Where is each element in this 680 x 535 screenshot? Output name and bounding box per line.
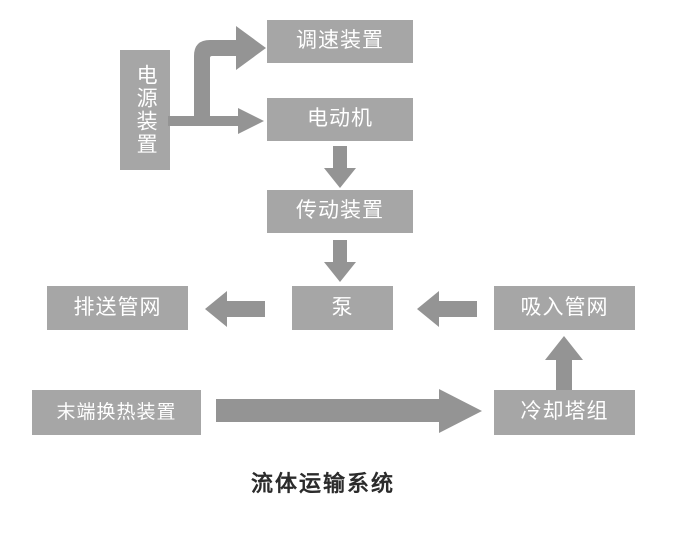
node-pump-label: 泵 <box>331 295 354 319</box>
arrow-power-to-speed-regulator <box>190 26 268 116</box>
arrow-left-icon <box>417 291 477 327</box>
arrow-power-to-motor <box>168 108 264 134</box>
arrow-motor-to-transmission <box>324 146 356 188</box>
arrow-elbow-up-right-icon <box>194 26 266 116</box>
node-discharge-pipe-network[interactable]: 排送管网 <box>47 286 188 330</box>
node-suction-pipe-network[interactable]: 吸入管网 <box>494 286 635 330</box>
arrow-pump-to-discharge <box>205 291 265 327</box>
arrow-suction-to-pump <box>417 291 477 327</box>
arrow-down-icon <box>324 146 356 188</box>
node-speed-regulator[interactable]: 调速装置 <box>267 20 413 63</box>
arrow-transmission-to-pump <box>324 240 356 282</box>
arrow-terminal-to-cooling-tower <box>216 389 482 433</box>
node-speed-regulator-label: 调速装置 <box>296 29 384 53</box>
node-suction-pipe-network-label: 吸入管网 <box>520 295 609 319</box>
node-terminal-heat-exchanger[interactable]: 末端换热装置 <box>32 390 201 435</box>
node-discharge-pipe-network-label: 排送管网 <box>73 295 162 319</box>
arrow-right-icon <box>168 108 264 134</box>
node-transmission-label: 传动装置 <box>296 199 384 223</box>
node-motor-label: 电动机 <box>307 107 373 131</box>
node-motor[interactable]: 电动机 <box>267 98 413 141</box>
diagram-caption: 流体运输系统 <box>251 471 396 496</box>
arrow-right-long-icon <box>216 389 482 433</box>
node-power-supply-label: 电源装置 <box>134 64 158 156</box>
arrow-left-icon <box>205 291 265 327</box>
arrow-cooling-tower-to-suction <box>545 336 583 390</box>
node-transmission[interactable]: 传动装置 <box>267 190 413 233</box>
node-cooling-tower-group[interactable]: 冷却塔组 <box>494 390 635 435</box>
node-terminal-heat-exchanger-label: 末端换热装置 <box>56 401 177 423</box>
arrow-up-icon <box>545 336 583 390</box>
node-pump[interactable]: 泵 <box>292 286 393 330</box>
arrow-down-icon <box>324 240 356 282</box>
node-cooling-tower-group-label: 冷却塔组 <box>520 400 609 424</box>
node-power-supply[interactable]: 电源装置 <box>120 50 170 170</box>
